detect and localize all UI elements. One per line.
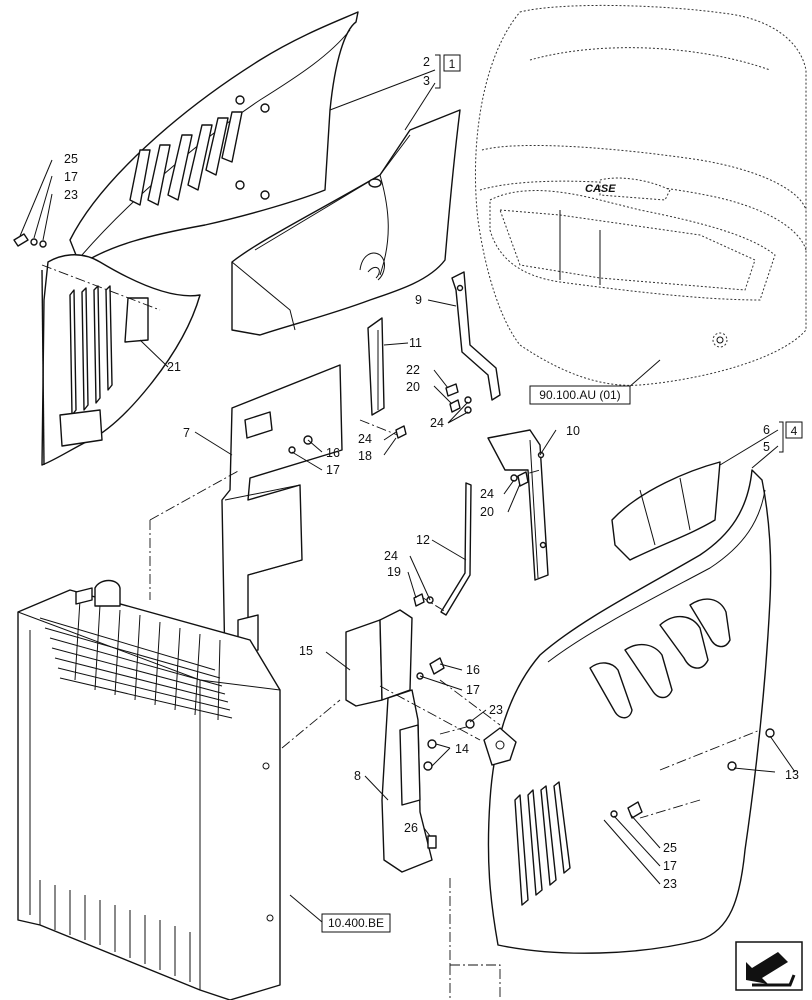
- nut-23-top: [39, 240, 47, 248]
- callout-23-b: 23: [489, 703, 503, 717]
- fastener-26: [427, 835, 437, 849]
- left-side-panel: [41, 11, 359, 466]
- reference-radiator[interactable]: 10.400.BE: [321, 913, 391, 933]
- washer-17-low: [610, 810, 618, 818]
- left-panel-lower-vents: [69, 285, 113, 416]
- callout-10: 10: [566, 424, 580, 438]
- left-panel-upper-vents: [129, 111, 243, 206]
- callout-23-c: 23: [663, 877, 677, 891]
- callout-20-b: 20: [480, 505, 494, 519]
- callout-25-b: 25: [663, 841, 677, 855]
- callout-6: 6: [763, 423, 770, 437]
- washer-17-top: [30, 238, 38, 246]
- callout-23-a: 23: [64, 188, 78, 202]
- callout-16-b: 16: [466, 663, 480, 677]
- callout-24-a: 24: [430, 416, 444, 430]
- leader-lines: [19, 54, 796, 923]
- inner-panel: [231, 109, 461, 336]
- callout-24-b: 24: [358, 432, 372, 446]
- radiator-bottom-fins: [39, 880, 191, 982]
- callout-4: 4: [791, 424, 798, 438]
- bolt-25-top: [13, 233, 29, 247]
- bracket-15: [345, 609, 413, 707]
- hood-phantom: CASE: [474, 4, 807, 386]
- right-panel-upper-vents: [589, 598, 731, 719]
- washer-24-mid: [510, 474, 518, 482]
- radiator: [17, 579, 281, 1000]
- rod-12: [440, 482, 472, 616]
- callout-20-a: 20: [406, 380, 420, 394]
- nut-14-b: [423, 761, 433, 771]
- callout-17-d: 17: [663, 859, 677, 873]
- callout-24-c: 24: [480, 487, 494, 501]
- reference-hood-label: 90.100.AU (01): [539, 388, 620, 402]
- callout-2: 2: [423, 55, 430, 69]
- callout-14: 14: [455, 742, 469, 756]
- callout-16-a: 16: [326, 446, 340, 460]
- callout-18: 18: [358, 449, 372, 463]
- washer-24-top: [464, 396, 472, 404]
- callout-7: 7: [183, 426, 190, 440]
- bracket-10: [487, 429, 549, 581]
- reference-hood[interactable]: 90.100.AU (01): [529, 385, 631, 405]
- callout-13: 13: [785, 768, 799, 782]
- callout-labels: 1 2 3 4 5 6 7 8 9 10 11 12 13 14 15 16 1…: [64, 54, 803, 891]
- washer-24b: [464, 406, 472, 414]
- reference-radiator-label: 10.400.BE: [328, 916, 384, 930]
- bracket-7: [221, 364, 343, 669]
- bracket-8: [381, 689, 433, 873]
- clip-13-b: [727, 761, 737, 771]
- svg-text:CASE: CASE: [585, 183, 616, 195]
- radiator-fins: [39, 599, 233, 721]
- nut-20-mid: [517, 471, 529, 487]
- right-side-panel: [483, 461, 772, 954]
- right-panel-lower-vents: [514, 781, 571, 906]
- callout-17-b: 17: [326, 463, 340, 477]
- nut-19: [413, 593, 425, 607]
- callout-22: 22: [406, 363, 420, 377]
- callout-12: 12: [416, 533, 430, 547]
- bracket-11: [367, 317, 385, 416]
- washer-17-a: [288, 446, 296, 454]
- nut-14-a: [427, 739, 437, 749]
- callout-25-a: 25: [64, 152, 78, 166]
- callout-5: 5: [763, 440, 770, 454]
- callout-19: 19: [387, 565, 401, 579]
- clip-13-a: [765, 728, 775, 738]
- bracket-9: [451, 271, 501, 401]
- callout-3: 3: [423, 74, 430, 88]
- bolt-22: [445, 383, 459, 397]
- callout-24-d: 24: [384, 549, 398, 563]
- callout-8: 8: [354, 769, 361, 783]
- callout-9: 9: [415, 293, 422, 307]
- bolt-16-low: [429, 657, 445, 675]
- alignment-lines: [41, 264, 761, 1000]
- callout-21: 21: [167, 360, 181, 374]
- bolt-18: [395, 425, 407, 439]
- callout-26: 26: [404, 821, 418, 835]
- callout-17-c: 17: [466, 683, 480, 697]
- next-page-arrow-icon[interactable]: [735, 941, 803, 991]
- nut-20-top: [449, 399, 461, 413]
- callout-1: 1: [449, 57, 456, 71]
- clip-23-mid: [465, 719, 475, 729]
- callout-17-a: 17: [64, 170, 78, 184]
- callout-11: 11: [409, 336, 422, 350]
- callout-15: 15: [299, 644, 313, 658]
